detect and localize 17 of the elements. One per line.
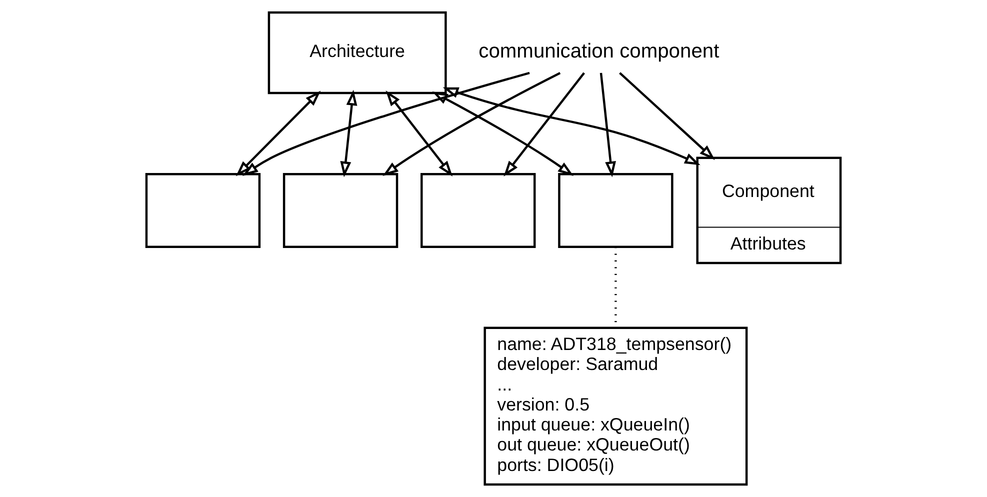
node-box: Architecture — [268, 11, 447, 94]
node-box: name: ADT318_tempsensor() developer: Saramud ... version: 0.5 input queue: xQueueIn() out queue: xQueueOut() ports: DIO05(i) — [484, 326, 748, 486]
arrow — [386, 90, 453, 177]
node-box — [282, 173, 398, 248]
arrow — [382, 72, 561, 176]
arrow — [432, 92, 574, 176]
node-box — [420, 173, 536, 248]
arrow — [236, 90, 321, 176]
node-box — [145, 173, 261, 248]
arrow — [619, 72, 715, 160]
arrow — [600, 72, 616, 178]
arrow — [340, 90, 358, 178]
arrow — [242, 72, 530, 176]
node-box — [558, 173, 674, 248]
node-text: communication component — [478, 40, 720, 63]
arrow — [504, 72, 585, 177]
arrow — [442, 87, 700, 166]
